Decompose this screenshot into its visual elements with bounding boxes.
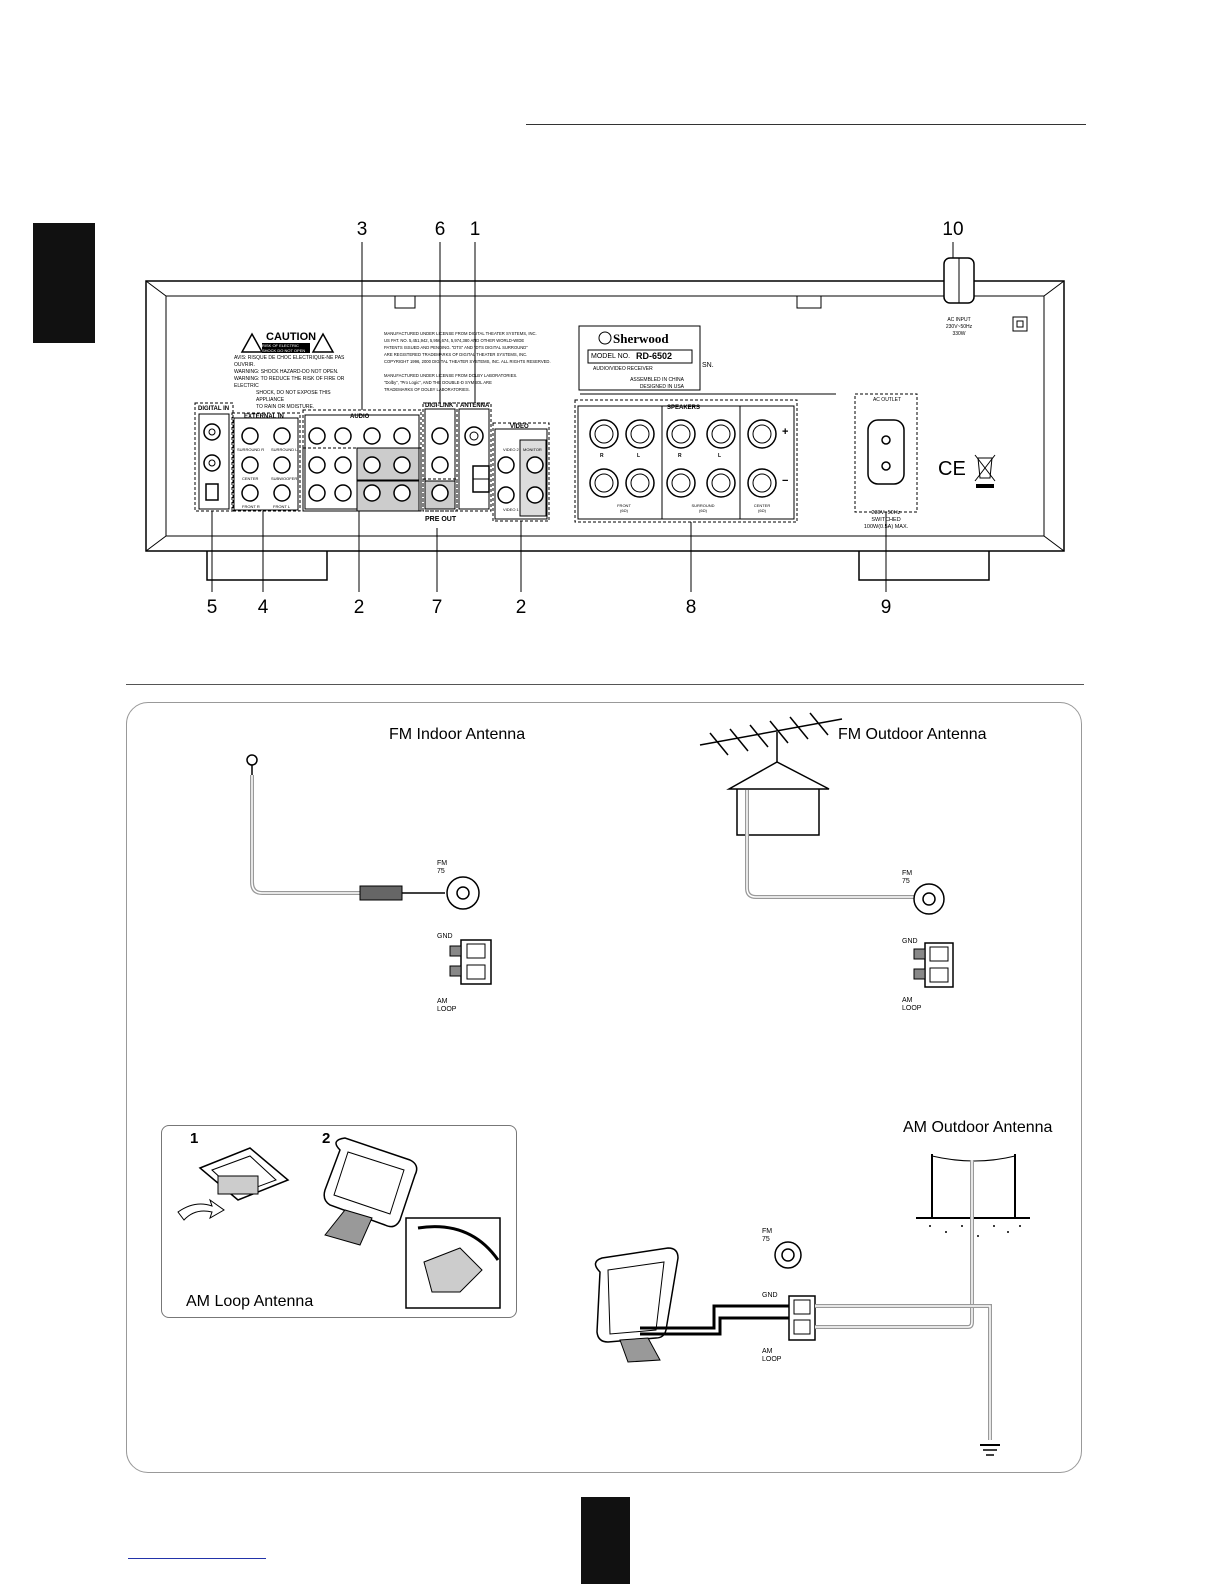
ac-outlet-label: AC OUTLET bbox=[872, 397, 902, 403]
audio-label: AUDIO bbox=[350, 414, 370, 420]
minus-icon: − bbox=[782, 475, 789, 487]
spk-surround-l: L bbox=[718, 453, 722, 459]
callout-4: 4 bbox=[257, 597, 269, 618]
spk-front-r: R bbox=[600, 453, 604, 459]
ext-label-center: CENTER bbox=[242, 476, 259, 481]
product-name: AUDIO/VIDEO RECEIVER bbox=[593, 366, 653, 372]
model-label: MODEL NO. bbox=[591, 353, 631, 360]
spk-surround-r: R bbox=[678, 453, 682, 459]
video-label-video2: VIDEO 2 bbox=[503, 447, 519, 452]
footer-link-underline bbox=[128, 1558, 266, 1559]
callout-9: 9 bbox=[880, 597, 892, 618]
right-foot bbox=[858, 549, 990, 581]
callout-7: 7 bbox=[431, 597, 443, 618]
pre-out-label: PRE OUT bbox=[425, 516, 457, 523]
fm-indoor-title: FM Indoor Antenna bbox=[389, 726, 526, 743]
spk-surround-label: SURROUND(6Ω) bbox=[691, 503, 715, 513]
am-loop-title: AM Loop Antenna bbox=[186, 1293, 314, 1310]
speakers-label: SPEAKERS bbox=[667, 405, 701, 411]
outlet-spec: 230V~50Hz SWITCHED 100W(0.5A) MAX. bbox=[863, 510, 909, 530]
rear-panel-diagram bbox=[145, 242, 1065, 592]
video-label-video1: VIDEO 1 bbox=[503, 507, 519, 512]
caution-sub: RISK OF ELECTRIC SHOCK DO NOT OPEN bbox=[262, 343, 310, 353]
callout-8: 8 bbox=[685, 597, 697, 618]
callout-10: 10 bbox=[942, 219, 964, 240]
section-divider bbox=[126, 684, 1084, 685]
video-label: VIDEO bbox=[510, 424, 529, 430]
am-loop-assembly-box bbox=[161, 1125, 517, 1318]
spk-front-l: L bbox=[637, 453, 641, 459]
spk-center-label: CENTER(6Ω) bbox=[753, 503, 771, 513]
callout-2-audio: 2 bbox=[353, 597, 365, 618]
step-1: 1 bbox=[190, 1130, 199, 1147]
callout-6: 6 bbox=[434, 219, 446, 240]
am-outdoor-gnd-label: GND bbox=[762, 1292, 778, 1299]
header-rule bbox=[526, 124, 1086, 125]
model-number: RD-6502 bbox=[636, 351, 673, 361]
caution-title: CAUTION bbox=[266, 331, 317, 343]
fm-outdoor-gnd-label: GND bbox=[902, 938, 918, 945]
step-2: 2 bbox=[322, 1130, 331, 1147]
fm-outdoor-title: FM Outdoor Antenna bbox=[838, 726, 987, 743]
video-label-monitor: MONITOR bbox=[523, 447, 542, 452]
ac-input-label: AC INPUT 230V~50Hz 330W bbox=[945, 317, 973, 337]
chassis-inner bbox=[165, 295, 1045, 537]
ext-label-surround-l: SURROUND L bbox=[271, 447, 298, 452]
caution-lines: AVIS: RISQUE DE CHOC ELECTRIQUE-NE PAS O… bbox=[234, 355, 345, 410]
digi-link-label: DIGI-LINK bbox=[425, 403, 454, 409]
language-side-tab bbox=[33, 223, 95, 343]
plus-icon: + bbox=[782, 426, 789, 438]
serial-label: SN. bbox=[702, 362, 714, 369]
ext-label-front-r: FRONT R bbox=[242, 504, 260, 509]
assembled-text: ASSEMBLED IN CHINA DESIGNED IN USA bbox=[630, 377, 684, 390]
fm-indoor-gnd-label: GND bbox=[437, 933, 453, 940]
left-foot bbox=[206, 549, 328, 581]
ext-label-subwoofer: SUBWOOFER bbox=[271, 476, 298, 481]
ext-label-surround-r: SURROUND R bbox=[237, 447, 265, 452]
callout-5: 5 bbox=[206, 597, 218, 618]
antenna-label: ANTENNA bbox=[460, 403, 490, 409]
ext-label-front-l: FRONT L bbox=[273, 504, 291, 509]
brand-logo: Sherwood bbox=[613, 331, 669, 346]
external-in-label: EXTERNAL IN bbox=[244, 414, 284, 420]
spk-front-label: FRONT(6Ω) bbox=[617, 503, 631, 513]
callout-3: 3 bbox=[356, 219, 368, 240]
digital-in-label: DIGITAL IN bbox=[198, 406, 230, 412]
callout-2-video: 2 bbox=[515, 597, 527, 618]
ce-mark: CE bbox=[938, 458, 966, 480]
callout-1: 1 bbox=[469, 219, 481, 240]
antenna-connection-panel bbox=[126, 702, 1082, 1473]
page-number-tab bbox=[581, 1497, 630, 1584]
am-outdoor-title: AM Outdoor Antenna bbox=[903, 1119, 1053, 1136]
license-text: MANUFACTURED UNDER LICENSE FROM DIGITAL … bbox=[384, 331, 551, 392]
